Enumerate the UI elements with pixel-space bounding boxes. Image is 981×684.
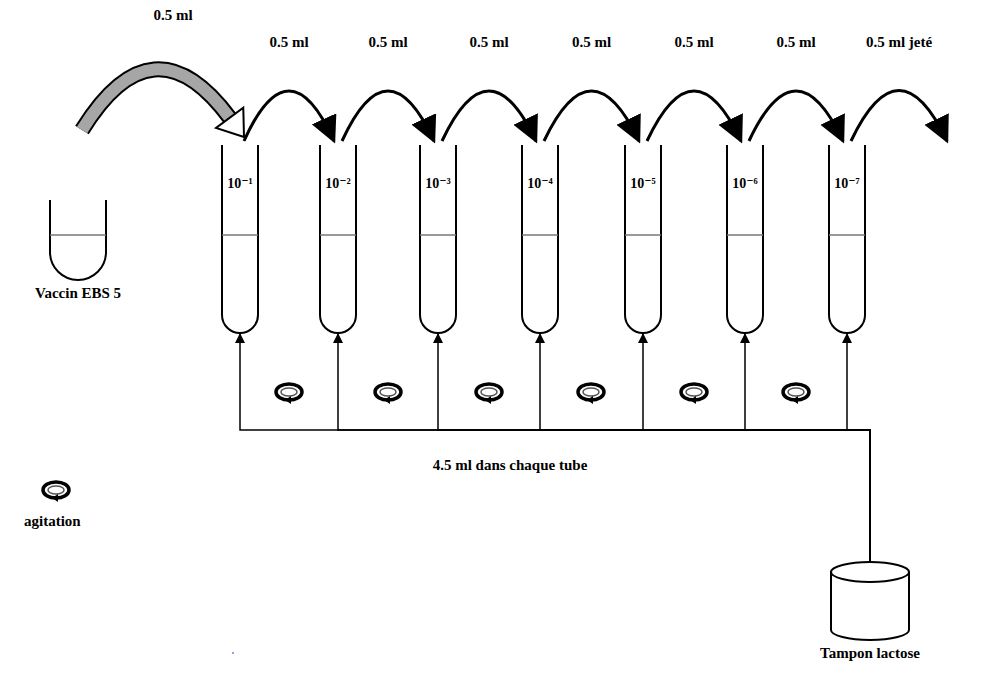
transfer-arrow [442,91,536,141]
agitation-symbol [783,384,809,404]
dilution-tube: 10⁻⁵ [623,145,663,333]
agitation-symbol [681,384,707,404]
tube-outline [623,145,663,333]
dilution-tube: 10⁻¹ [220,145,260,333]
buffer-volume-label: 4.5 ml dans chaque tube [431,456,590,474]
node-caption: Vaccin EBS 5 [35,284,121,302]
dilution-factor: 10⁻³ [425,175,451,193]
discard-label: 0.5 ml jeté [864,33,934,51]
agitation-symbol [476,384,502,404]
transfer-arrow [544,91,639,141]
buffer-line [438,334,870,562]
agitation-symbol [375,384,401,404]
dilution-factor: 10⁻⁶ [732,175,758,193]
agitation-symbol [276,384,302,404]
buffer-tank: Tampon lactose [830,562,910,640]
dilution-factor: 10⁻² [325,175,351,193]
volume-label: 0.5 ml [570,33,613,51]
transfer-arrow [244,91,334,141]
transfer-arrow [342,91,434,141]
dilution-tube: 10⁻⁴ [520,145,560,333]
dilution-tube: 10⁻² [318,145,358,333]
tube-outline [725,145,765,333]
agitation-symbol [578,384,604,404]
volume-label: 0.5 ml [151,6,194,24]
dilution-factor: 10⁻⁷ [834,175,860,193]
tube-outline [220,145,260,333]
tube-outline [418,145,458,333]
buffer-line [847,334,870,562]
tube-outline [520,145,560,333]
volume-label: 0.5 ml [467,33,510,51]
buffer-line [745,334,870,562]
transfer-arrow [749,91,843,141]
legend-agitation-symbol [43,482,69,502]
dilution-tube: 10⁻⁶ [725,145,765,333]
volume-label: 0.5 ml [774,33,817,51]
dilution-tube: 10⁻³ [418,145,458,333]
tank-outline [830,562,910,640]
dilution-tube: 10⁻⁷ [827,145,867,333]
stray-dot [232,652,234,654]
vaccine-tube: Vaccin EBS 5 [48,200,108,280]
node-caption: Tampon lactose [820,644,920,662]
src-outline [48,200,108,280]
volume-label: 0.5 ml [267,33,310,51]
transfer-arrow [647,91,741,141]
legend-text: agitation [22,512,83,530]
buffer-line [643,334,870,562]
dilution-factor: 10⁻⁵ [630,175,656,193]
inoculation-arrow [82,69,244,137]
discard-arrow [851,91,947,142]
tube-outline [827,145,867,333]
dilution-factor: 10⁻⁴ [527,175,553,193]
buffer-line [540,334,870,562]
buffer-line [338,334,870,562]
volume-label: 0.5 ml [672,33,715,51]
buffer-line [240,334,870,562]
dilution-factor: 10⁻¹ [227,175,253,193]
tube-outline [318,145,358,333]
volume-label: 0.5 ml [366,33,409,51]
